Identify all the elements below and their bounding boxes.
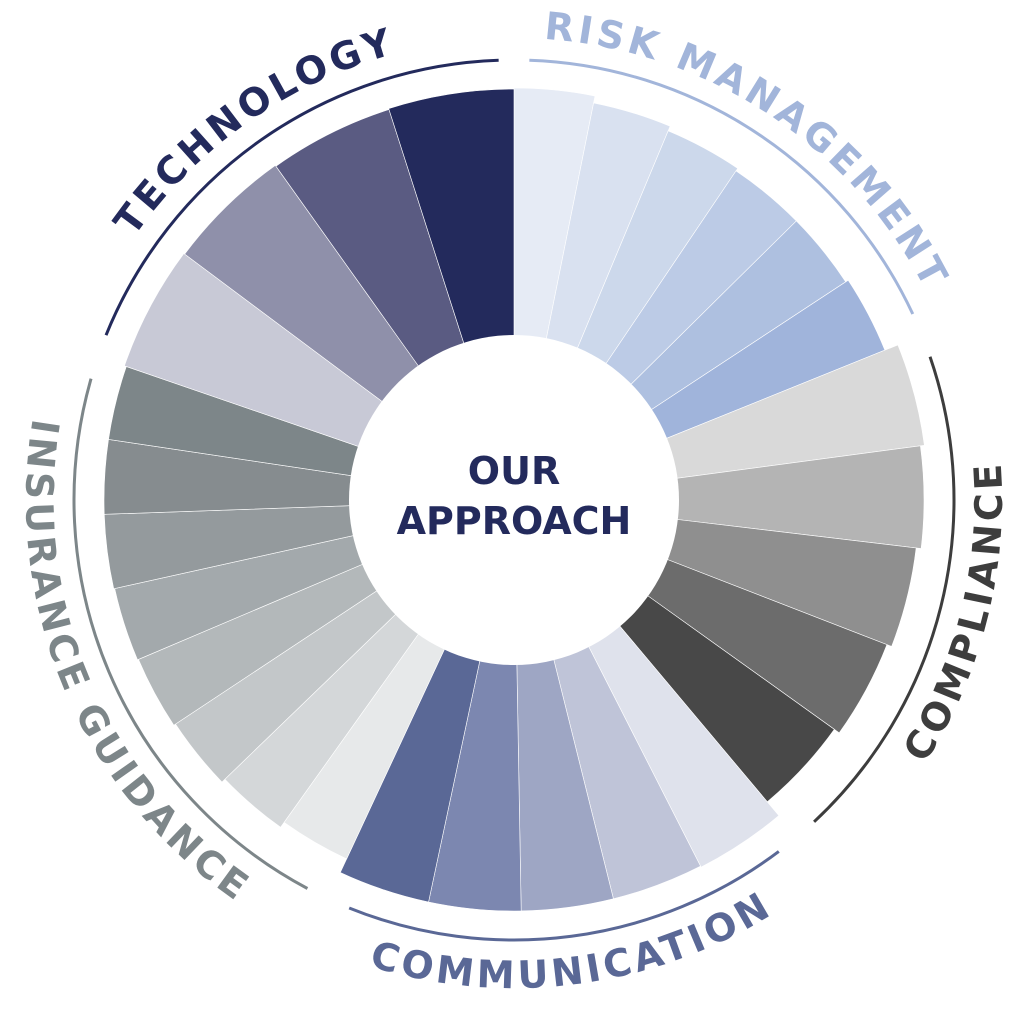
center-hub: [349, 335, 679, 665]
center-title-line2: APPROACH: [397, 499, 632, 543]
wheel-wedges: [103, 87, 925, 912]
ring-arc-3: [348, 850, 780, 942]
center-title-line1: OUR: [468, 449, 560, 493]
ring-arc-5: [104, 58, 499, 336]
outer-rings: [72, 58, 956, 942]
ring-arc-2: [813, 356, 956, 823]
ring-arc-1: [529, 58, 915, 315]
ring-arc-4: [72, 378, 309, 890]
